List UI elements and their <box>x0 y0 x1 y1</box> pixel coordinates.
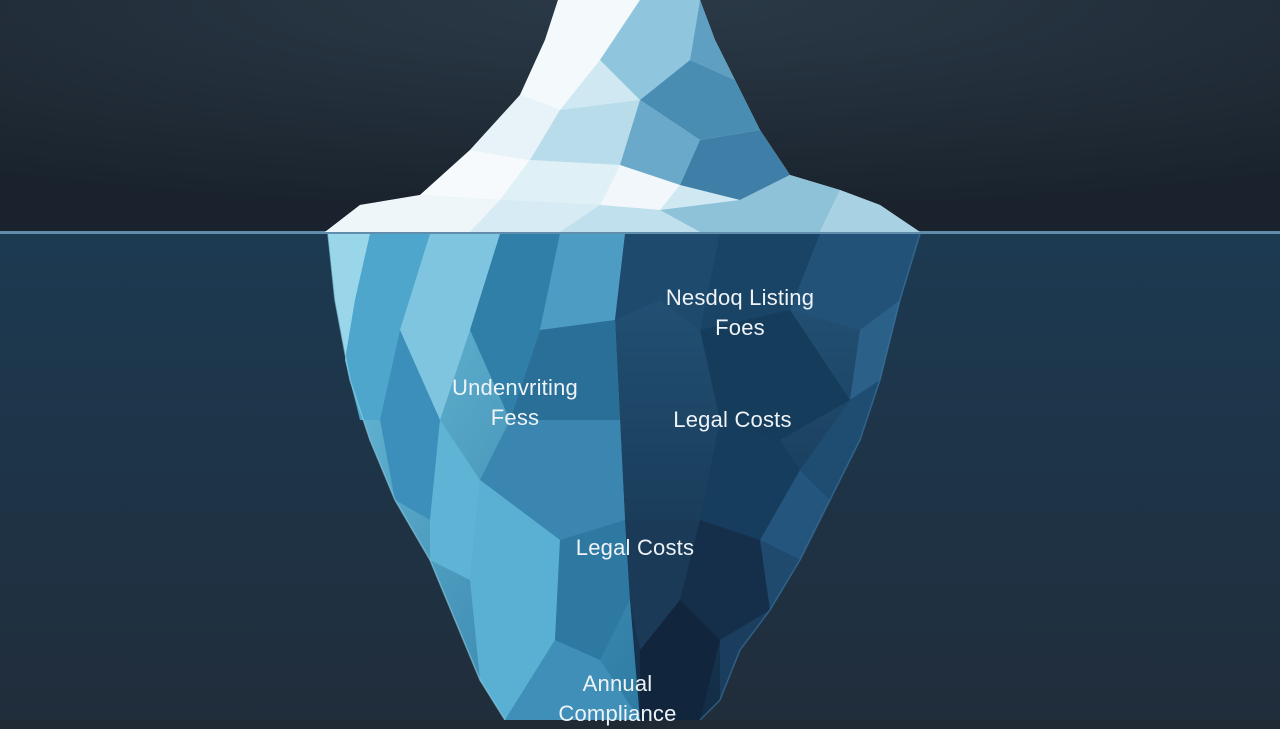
label-nasdaq-listing-fees: Nesdoq Listing Foes <box>620 283 860 343</box>
waterline <box>0 231 1280 234</box>
label-legal-costs-upper: Legal Costs <box>630 405 835 435</box>
label-legal-costs-lower-text: Legal Costs <box>575 535 695 560</box>
iceberg-underwater <box>328 234 920 720</box>
label-annual-compliance: Annual Compliance <box>515 669 720 729</box>
iceberg-left-edge <box>327 233 506 720</box>
label-annual-compliance-line2: Compliance <box>558 701 677 726</box>
iceberg-tip <box>325 0 920 232</box>
iceberg-right-edge <box>699 233 921 720</box>
label-nasdaq-listing-fees-line2: Foes <box>715 315 765 340</box>
label-legal-costs-upper-text: Legal Costs <box>673 407 792 432</box>
label-annual-compliance-line1: Annual <box>582 671 653 696</box>
label-legal-costs-lower: Legal Costs <box>535 533 735 563</box>
label-nasdaq-listing-fees-line1: Nesdoq Listing <box>665 285 815 310</box>
label-underwriting-fees-line2: Fess <box>490 405 540 430</box>
label-underwriting-fees: Undenvriting Fess <box>400 373 630 433</box>
label-underwriting-fees-line1: Undenvriting <box>452 375 578 400</box>
